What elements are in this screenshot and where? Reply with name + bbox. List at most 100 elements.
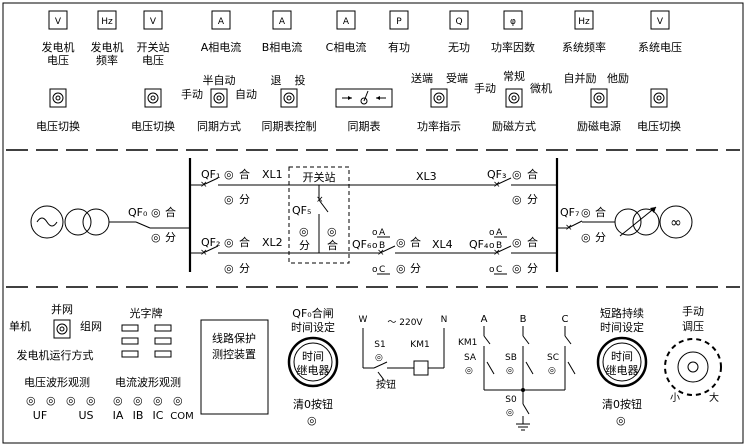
voltage-switch-1[interactable]: 电压切换 — [36, 88, 80, 133]
switch-label: 励磁方式 — [492, 119, 536, 133]
rotary-switch-icon[interactable] — [590, 88, 608, 108]
lamp-icon: ◎ — [151, 231, 161, 244]
sb-switch[interactable] — [525, 361, 534, 375]
svg-text:×: × — [200, 180, 208, 190]
sync-meter-control-switch[interactable]: 退 投 同期表控制 — [262, 73, 317, 133]
mimic-diagram: QF₀ ◎ 合 ◎ 分 × × QF₁ ◎ 合 XL1 ◎ 分 XL3 QF₃ … — [30, 158, 693, 275]
meter-label: A相电流 — [201, 40, 242, 54]
meter-symbol: Hz — [101, 17, 113, 27]
qf3-breaker[interactable] — [495, 177, 512, 186]
rotary-switch-icon[interactable] — [49, 88, 67, 108]
lamp-icon: ◎ — [327, 225, 337, 238]
test-jack-icon[interactable]: ◎ — [133, 394, 143, 407]
sa-lamp-icon: ◎ — [465, 366, 473, 376]
rotary-switch-icon[interactable] — [430, 88, 448, 108]
com-label: COM — [170, 411, 193, 422]
close-label: 合 — [327, 238, 338, 252]
n-label: N — [441, 315, 448, 325]
gen-mode-label: 发电机运行方式 — [17, 348, 94, 362]
rotary-switch-icon[interactable] — [280, 88, 298, 108]
open-label: 分 — [239, 193, 250, 206]
rotary-switch-icon[interactable] — [210, 88, 228, 108]
sync-mode-switch[interactable]: 半自动 手动 自动 同期方式 — [181, 73, 257, 133]
qf5-breaker[interactable] — [318, 199, 329, 213]
sc-switch[interactable] — [567, 361, 576, 375]
indicator-light — [154, 350, 172, 358]
qf0-time-relay[interactable] — [287, 336, 339, 388]
lamp-icon: ◎ — [396, 262, 406, 275]
fault-time-relay[interactable] — [596, 336, 648, 388]
s1-button-contact[interactable] — [373, 361, 388, 369]
relay-label: 继电器 — [606, 364, 639, 377]
s1-lamp-icon: ◎ — [375, 353, 383, 363]
sa-switch[interactable] — [486, 361, 495, 375]
qf1-breaker[interactable] — [202, 177, 219, 186]
qf4-label: QF₄ — [469, 238, 489, 251]
qf7-breaker[interactable] — [567, 220, 583, 229]
reset-button[interactable]: ◎ — [616, 414, 626, 427]
ic-label: IC — [153, 409, 164, 422]
excitation-power-switch[interactable]: 自并励 他励 励磁电源 — [564, 71, 630, 133]
switch-label: 同期表 — [348, 119, 381, 133]
voltage-switch-3[interactable]: 电压切换 — [637, 88, 681, 133]
rotary-switch-icon[interactable] — [505, 88, 523, 108]
fault-point-a[interactable]: o — [372, 228, 378, 238]
qf2-label: QF₂ — [201, 236, 220, 249]
option-label: 手动 — [181, 87, 203, 101]
open-label: 分 — [595, 231, 606, 244]
indicator-light — [121, 337, 139, 345]
reset-button[interactable]: ◎ — [307, 414, 317, 427]
close-label: 合 — [410, 235, 421, 249]
current-wave-label: 电流波形观测 — [115, 375, 181, 389]
test-jack-icon[interactable]: ◎ — [86, 394, 96, 407]
synchroscope[interactable]: 同期表 — [335, 88, 393, 133]
svg-text:∞: ∞ — [670, 215, 682, 231]
s0-switch[interactable] — [522, 403, 530, 415]
lamp-icon: ◎ — [224, 262, 234, 275]
meter-symbol: V — [657, 17, 664, 27]
xl1-label: XL1 — [262, 168, 283, 181]
svg-text:o: o — [489, 265, 495, 275]
test-jack-icon[interactable]: ◎ — [113, 394, 123, 407]
voltage-wave-label: 电压波形观测 — [24, 376, 90, 389]
bottom-section: 并网 单机 组网 发电机运行方式 光字牌 电压波形观测 电流波形观测 ◎ ◎ ◎… — [9, 302, 722, 431]
voltage-switch-2[interactable]: 电压切换 — [131, 88, 175, 133]
rotary-switch-icon[interactable] — [650, 88, 668, 108]
reset-label: 清0按钮 — [602, 397, 642, 411]
lamp-icon: ◎ — [396, 236, 406, 249]
close-label: 合 — [527, 235, 538, 249]
run-mode-switch[interactable] — [53, 319, 71, 339]
qf0-breaker[interactable] — [135, 221, 151, 229]
s1-label: S1 — [374, 340, 385, 350]
meter-symbol: A — [218, 17, 225, 27]
meter-label: 有功 — [388, 40, 410, 54]
meter-icon — [48, 10, 68, 30]
relay-label: 继电器 — [297, 364, 330, 377]
lamp-icon: ◎ — [512, 262, 522, 275]
test-jack-icon[interactable]: ◎ — [26, 394, 36, 407]
test-jack-icon[interactable]: ◎ — [46, 394, 56, 407]
option-label: 投 — [295, 73, 306, 87]
station-label: 开关站 — [303, 170, 336, 184]
test-jack-icon[interactable]: ◎ — [66, 394, 76, 407]
meter-label: 频率 — [96, 53, 118, 67]
test-jack-icon[interactable]: ◎ — [153, 394, 163, 407]
qf6-breaker[interactable] — [379, 245, 396, 254]
meter-label: 开关站 — [137, 40, 170, 54]
us-label: US — [78, 409, 93, 422]
qf2-breaker[interactable] — [202, 245, 219, 254]
excitation-mode-switch[interactable]: 手动 常规 微机 励磁方式 — [474, 69, 552, 133]
power-indication-switch[interactable]: 送端 受端 功率指示 — [411, 71, 468, 133]
fault-point-c[interactable]: C — [379, 265, 385, 275]
qf4-breaker[interactable] — [495, 245, 512, 254]
switching-station-box — [288, 166, 350, 264]
fault-point-b[interactable]: B — [379, 241, 385, 251]
indicator-light — [154, 337, 172, 345]
rotary-switch-icon[interactable] — [144, 88, 162, 108]
test-jack-icon[interactable]: ◎ — [173, 394, 183, 407]
voltage-regulator-knob[interactable] — [664, 338, 722, 396]
line-protection-device[interactable] — [200, 319, 269, 415]
meter-icon — [211, 10, 231, 30]
transformer-icon — [64, 208, 92, 236]
